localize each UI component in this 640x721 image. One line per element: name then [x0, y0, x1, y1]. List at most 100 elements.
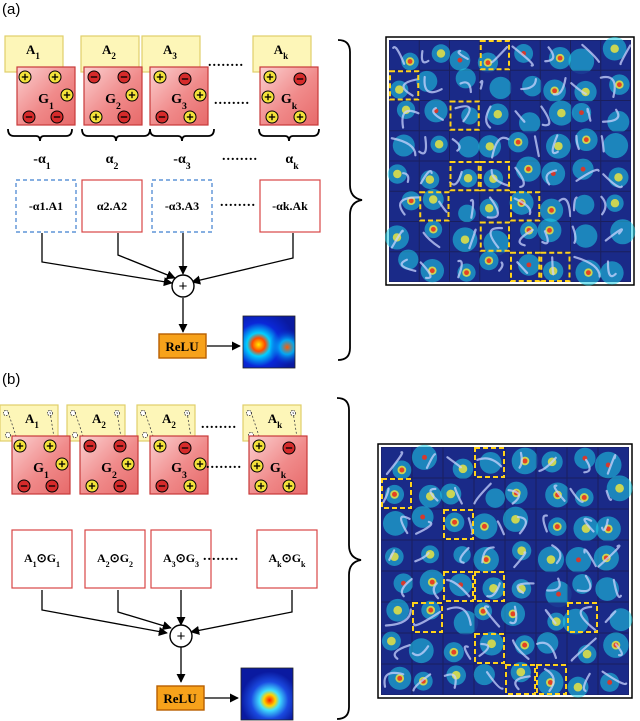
gradcam-tile: [505, 447, 539, 478]
highlighted-tile: [474, 571, 505, 602]
gradcam-tile: [507, 131, 540, 161]
negative-gradient-icon: [117, 110, 131, 124]
gradcam-tile: [540, 161, 570, 191]
panel-b-ellipsis-grad: ........: [206, 457, 242, 472]
gradcam-tile: [568, 40, 601, 75]
gradcam-tile: [450, 101, 480, 131]
panel-a-ellipsis-weighted: ........: [220, 195, 256, 210]
gradcam-tile: [598, 664, 629, 695]
gradcam-tile: [471, 509, 505, 540]
positive-gradient-icon: [85, 479, 99, 493]
highlighted-tile: [540, 251, 571, 282]
gradcam-tile: [540, 131, 571, 161]
weighted-map-label: α2.A2: [97, 199, 127, 213]
gradcam-tile: [510, 156, 542, 191]
product-label: A3⊙G3: [163, 551, 199, 569]
negative-gradient-icon: [155, 110, 169, 124]
gradcam-tile: [601, 36, 632, 70]
highlighted-tile: [474, 633, 505, 664]
gradcam-tile: [567, 447, 598, 478]
gradcam-tile: [443, 447, 474, 480]
negative-gradient-icon: [178, 72, 192, 86]
gradcam-tile: [418, 131, 449, 161]
gradient-map-label: G2: [105, 92, 121, 112]
weight-label: -α1: [33, 152, 51, 172]
gradcam-tile: [600, 131, 631, 161]
gradcam-tile: [408, 633, 443, 664]
gradcam-tile: [479, 70, 512, 100]
underbrace: [81, 128, 151, 142]
gradcam-tile: [450, 252, 480, 282]
gradcam-tile: [500, 601, 536, 633]
panel-a-gradcam-grid: [384, 36, 636, 286]
activation-map-label: A1: [26, 42, 40, 61]
weighted-map-label: -α3.A3: [165, 199, 199, 213]
activation-map-label: Ak: [274, 42, 289, 61]
gradcam-tile: [505, 633, 536, 664]
gradcam-tile: [598, 602, 633, 633]
gradcam-tile: [479, 191, 510, 221]
positive-gradient-icon: [153, 70, 167, 84]
positive-gradient-icon: [13, 439, 27, 453]
gradcam-tile: [389, 100, 420, 131]
positive-gradient-icon: [261, 90, 275, 104]
gradcam-tile: [381, 598, 412, 633]
elementwise-product-map: Ak⊙Gk: [256, 529, 318, 589]
gradcam-tile: [480, 101, 510, 131]
activation-map: Ak: [242, 404, 302, 461]
gradcam-tile: [381, 571, 414, 602]
panel-b-brace: [336, 397, 362, 720]
gradient-map-label: Gk: [281, 92, 298, 112]
weight-label: αk: [285, 152, 299, 172]
panel-b-sum-symbol: +: [177, 628, 186, 645]
gradcam-tile: [389, 191, 421, 221]
gradient-map-label: Gk: [270, 461, 287, 481]
gradcam-tile: [540, 40, 572, 70]
gradcam-tile: [412, 540, 443, 571]
activation-map-label: Ak: [268, 411, 283, 430]
elementwise-product-map: A3⊙G3: [150, 529, 212, 589]
gradcam-tile: [449, 40, 480, 71]
gradcam-tile: [450, 68, 480, 100]
gradcam-tile: [478, 131, 510, 161]
positive-gradient-icon: [183, 479, 197, 493]
product-label: A1⊙G1: [24, 551, 60, 569]
gradcam-tile: [536, 632, 567, 664]
positive-gradient-icon: [265, 110, 279, 124]
weighted-activation-map: -α3.A3: [151, 179, 213, 233]
gradcam-tile: [536, 571, 572, 608]
gradcam-tile: [450, 222, 480, 253]
gradcam-tile: [571, 191, 601, 221]
gradcam-tile: [510, 252, 540, 282]
weighted-activation-map: -α1.A1: [15, 179, 77, 233]
panel-b-sum-node: [169, 624, 193, 648]
negative-gradient-icon: [155, 479, 169, 493]
gradcam-tile: [473, 478, 505, 509]
gradcam-tile: [419, 220, 449, 252]
gradient-map: Gk: [259, 66, 319, 126]
highlighted-tile: [419, 191, 450, 222]
gradcam-tile: [510, 40, 540, 70]
gradcam-tile: [419, 252, 449, 283]
weight-label: -α3: [173, 152, 191, 172]
product-label: Ak⊙Gk: [269, 551, 307, 569]
gradcam-tile: [502, 506, 536, 540]
weighted-map-label: -α1.A1: [29, 199, 63, 213]
panel-a-ellipsis-top: ........: [208, 55, 244, 70]
gradcam-tile: [509, 190, 540, 221]
negative-gradient-icon: [113, 439, 127, 453]
gradient-map: G3: [149, 435, 209, 495]
gradcam-tile: [601, 219, 636, 252]
gradcam-tile: [601, 101, 631, 133]
gradcam-tile: [419, 99, 449, 131]
highlighted-tile: [505, 664, 536, 695]
gradcam-tile: [412, 664, 443, 695]
gradcam-tile: [384, 222, 419, 252]
gradcam-tile: [419, 188, 449, 221]
gradcam-tile: [412, 478, 443, 509]
gradcam-tile: [536, 478, 571, 509]
gradcam-tile: [536, 540, 567, 573]
